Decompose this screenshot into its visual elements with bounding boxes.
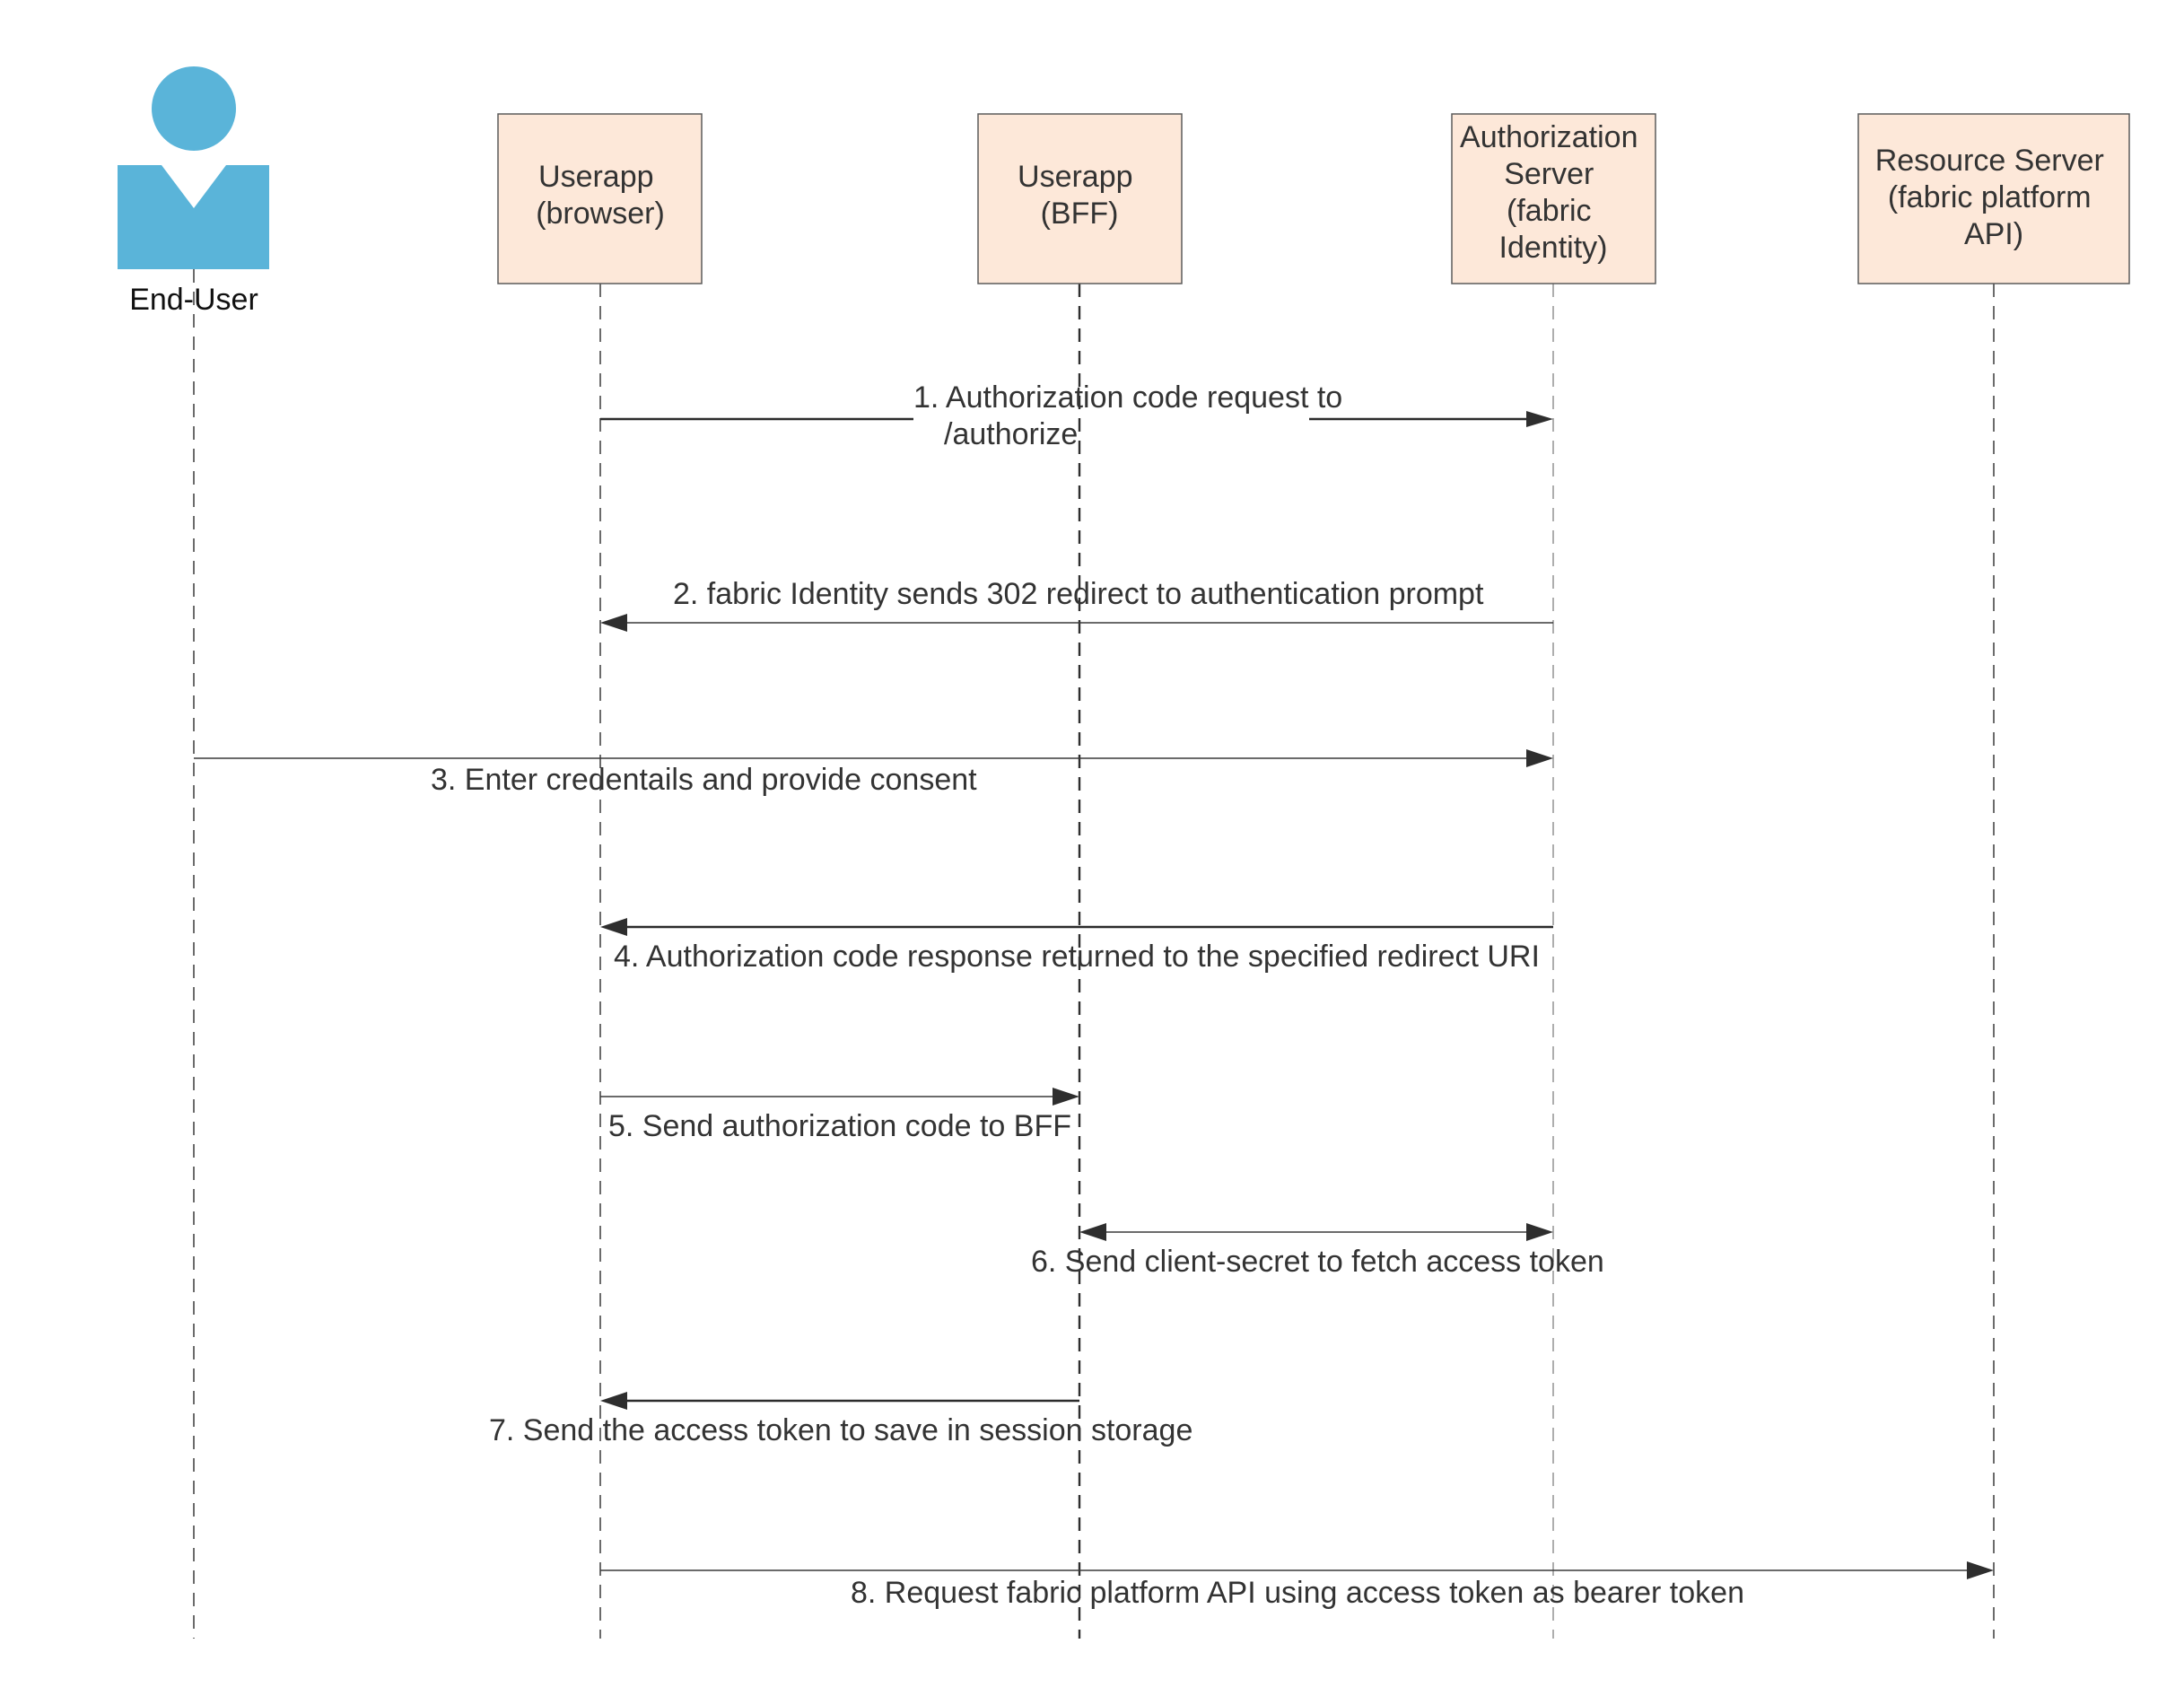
message-label-line: 1. Authorization code request to <box>913 380 1342 415</box>
participant-label-line: Resource Server <box>1875 144 2104 178</box>
user-icon <box>118 66 269 269</box>
participant-label-line: Identity) <box>1499 231 1608 265</box>
participant-box <box>977 113 1183 284</box>
message-label-line: /authorize <box>944 417 1078 451</box>
participant-box <box>1857 113 2130 284</box>
message-3: 3. Enter credentails and provide consent <box>194 749 1553 797</box>
message-label: 5. Send authorization code to BFF <box>608 1109 1071 1143</box>
participant-label-line: Userapp <box>1018 160 1133 194</box>
participant-label: Authorization Server (fabric Identity) <box>1460 120 1647 265</box>
participant-label-line: (browser) <box>536 197 665 231</box>
message-7: 7. Send the access token to save in sess… <box>489 1392 1192 1447</box>
message-label: 1. Authorization code request to /author… <box>913 380 1351 451</box>
arrow-left-icon <box>600 614 627 632</box>
message-8: 8. Request fabric platform API using acc… <box>600 1561 1994 1610</box>
participant-label-line: API) <box>1964 217 2023 251</box>
actor-label: End-User <box>129 283 258 317</box>
message-1: 1. Authorization code request to /author… <box>600 380 1553 451</box>
arrow-right-icon <box>1526 1223 1553 1241</box>
message-label: 6. Send client-secret to fetch access to… <box>1031 1245 1604 1279</box>
participant-label-line: (fabric <box>1507 194 1591 228</box>
message-6: 6. Send client-secret to fetch access to… <box>1031 1223 1604 1279</box>
participant-label-line: (BFF) <box>1041 197 1119 231</box>
arrow-right-icon <box>1967 1561 1994 1579</box>
actor-end-user: End-User <box>118 66 269 1639</box>
participant-label-line: (fabric platform <box>1888 180 2092 214</box>
participant-label: Userapp (BFF) <box>1018 160 1141 231</box>
participant-box <box>497 113 703 284</box>
participant-label-line: Server <box>1504 157 1594 191</box>
message-label: 3. Enter credentails and provide consent <box>431 763 977 797</box>
participant-label-line: Authorization <box>1460 120 1638 154</box>
participant-authserver: Authorization Server (fabric Identity) <box>1451 113 1656 284</box>
participant-resourceserver: Resource Server (fabric platform API) <box>1857 113 2130 284</box>
arrow-left-icon <box>600 918 627 936</box>
message-label: 8. Request fabric platform API using acc… <box>851 1576 1744 1610</box>
arrow-right-icon <box>1053 1088 1079 1106</box>
participant-browser: Userapp (browser) <box>497 113 703 284</box>
message-label: 7. Send the access token to save in sess… <box>489 1413 1192 1447</box>
message-label: 4. Authorization code response returned … <box>614 940 1540 974</box>
arrow-right-icon <box>1526 749 1553 767</box>
participant-bff: Userapp (BFF) <box>977 113 1183 284</box>
message-2: 2. fabric Identity sends 302 redirect to… <box>600 577 1553 632</box>
arrow-right-icon <box>1526 411 1553 427</box>
participant-label-line: Userapp <box>538 160 654 194</box>
message-5: 5. Send authorization code to BFF <box>600 1088 1079 1143</box>
arrow-left-icon <box>600 1392 627 1410</box>
message-4: 4. Authorization code response returned … <box>600 918 1553 974</box>
participant-label: Resource Server (fabric platform API) <box>1875 144 2113 251</box>
participant-box <box>1451 113 1656 284</box>
participant-label: Userapp (browser) <box>536 160 665 231</box>
message-label: 2. fabric Identity sends 302 redirect to… <box>673 577 1484 611</box>
arrow-left-icon <box>1079 1223 1106 1241</box>
